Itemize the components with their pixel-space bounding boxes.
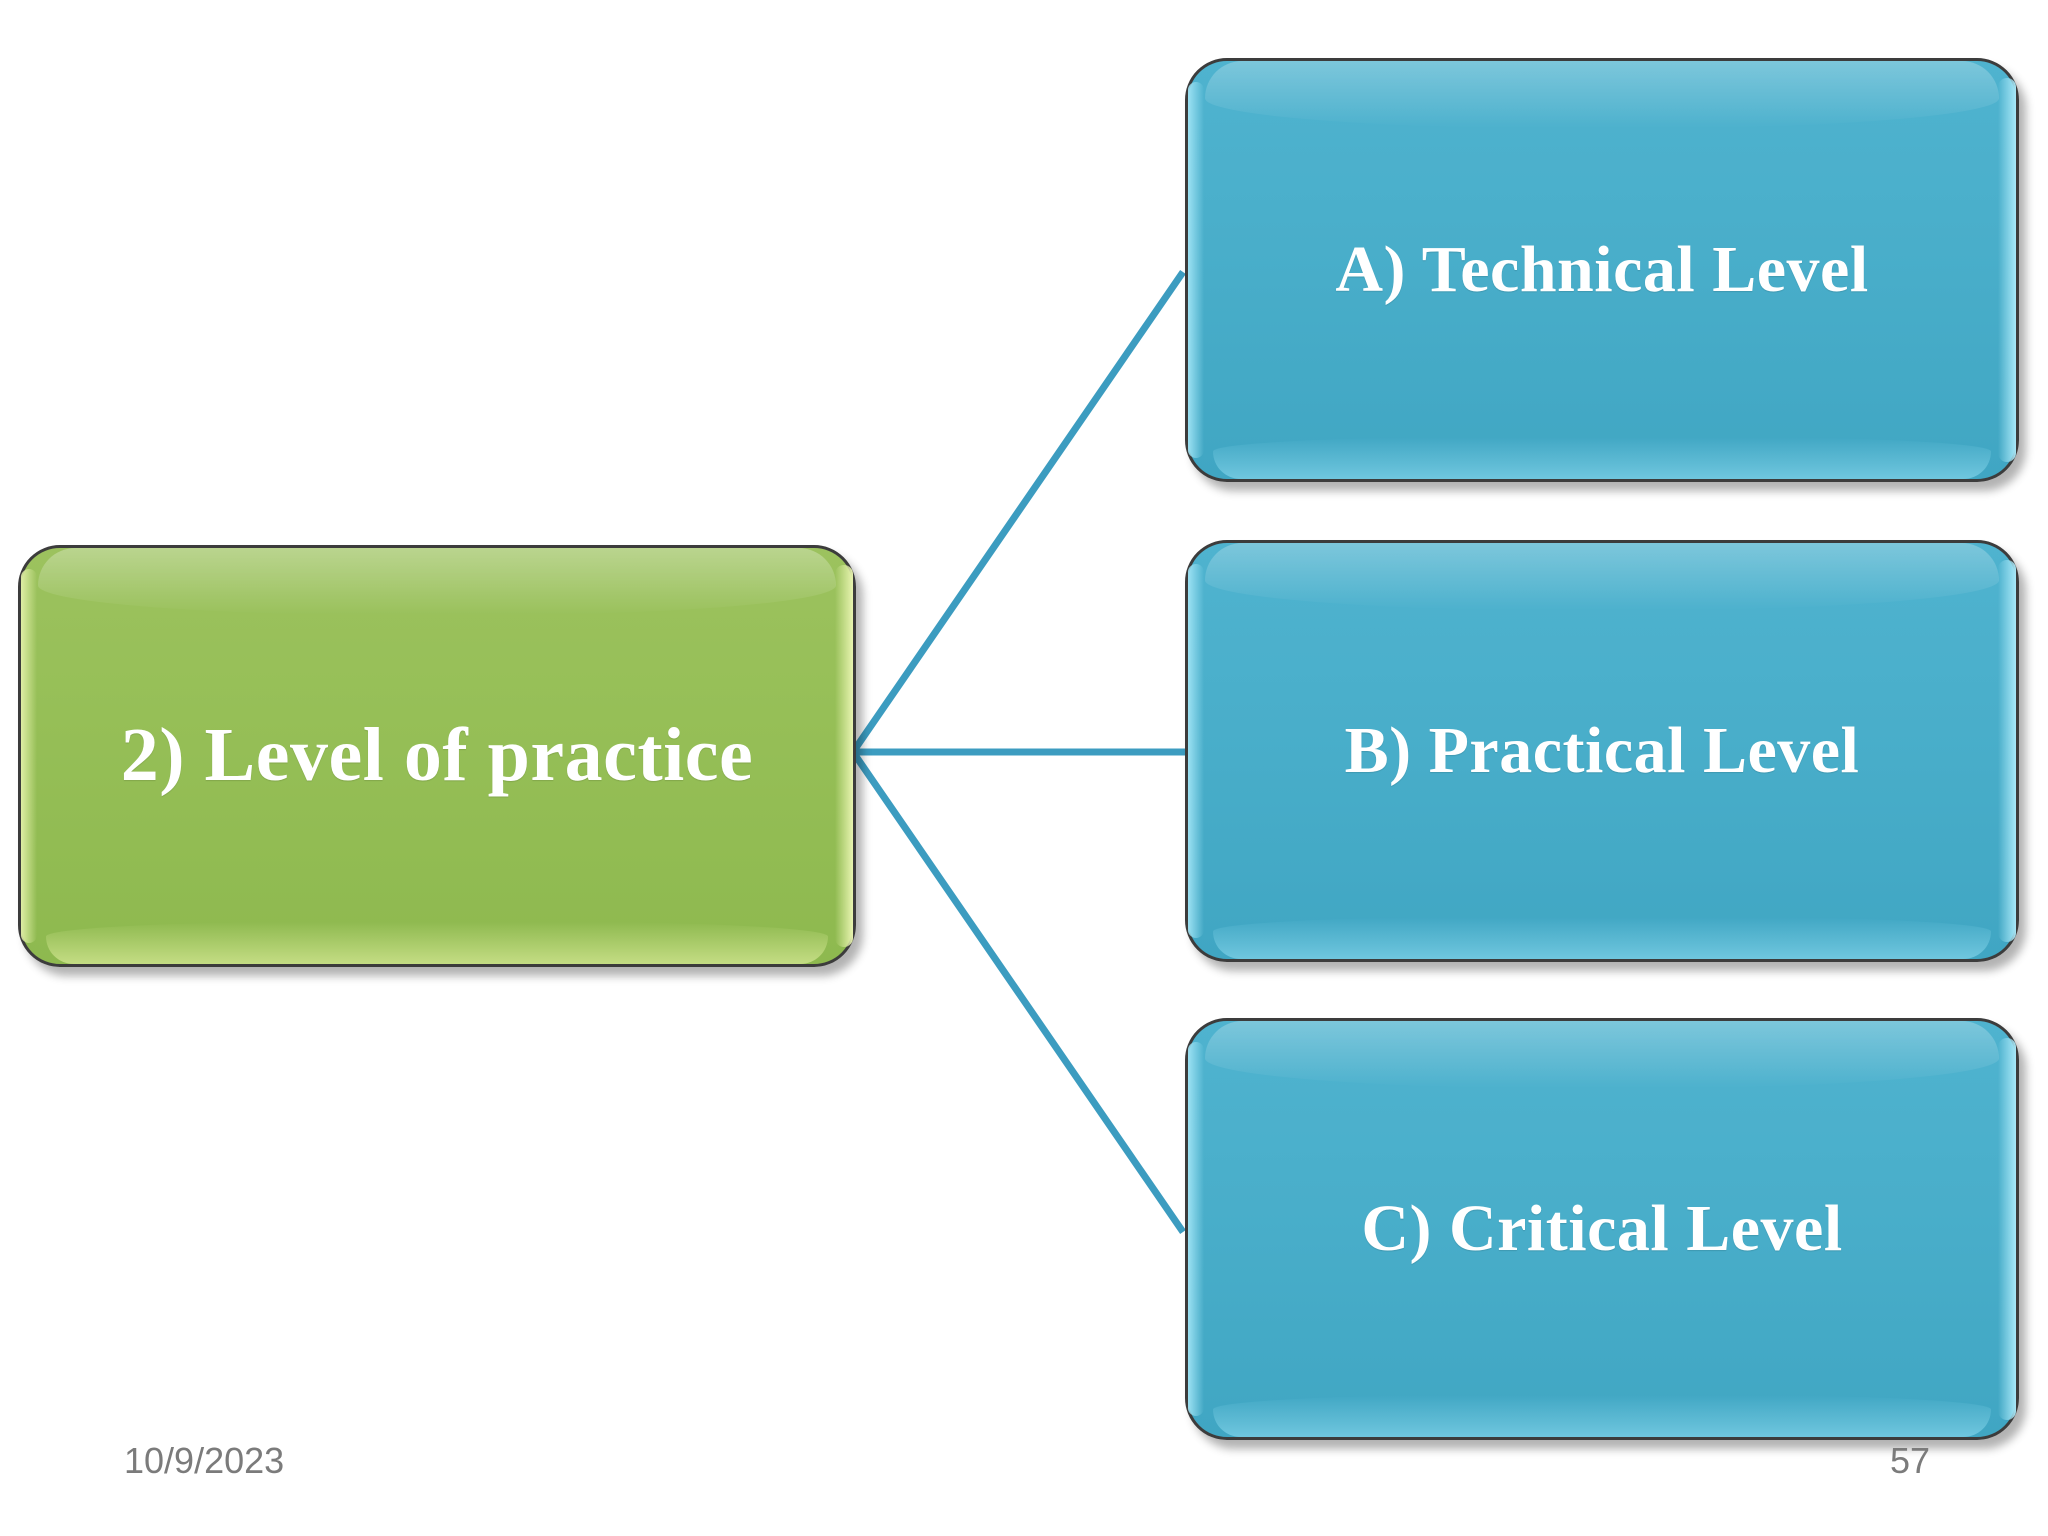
gloss-highlight-left [1188, 1041, 1204, 1417]
footer-date: 10/9/2023 [124, 1440, 285, 1481]
gloss-highlight-left [1188, 81, 1204, 459]
gloss-highlight-top [37, 548, 837, 615]
node-critical-level[interactable]: C) Critical Level [1185, 1018, 2019, 1440]
node-root-label: 2) Level of practice [120, 713, 754, 798]
node-practical-level-label: B) Practical Level [1344, 713, 1860, 787]
gloss-highlight-bottom [45, 922, 829, 964]
gloss-highlight-left [21, 568, 37, 944]
node-technical-level[interactable]: A) Technical Level [1185, 58, 2019, 482]
gloss-highlight-right [835, 564, 853, 948]
gloss-highlight-top [1204, 543, 2000, 610]
node-technical-level-label: A) Technical Level [1335, 232, 1869, 306]
gloss-highlight-left [1188, 563, 1204, 939]
gloss-highlight-right [1998, 1037, 2016, 1421]
node-root-level-of-practice[interactable]: 2) Level of practice [18, 545, 856, 967]
connector-root-to-c [850, 750, 1186, 1234]
gloss-highlight-bottom [1212, 917, 1992, 959]
connector-root-to-a [850, 270, 1186, 754]
gloss-highlight-bottom [1212, 437, 1992, 479]
gloss-highlight-bottom [1212, 1395, 1992, 1437]
gloss-highlight-right [1998, 77, 2016, 463]
gloss-highlight-top [1204, 1021, 2000, 1088]
node-practical-level[interactable]: B) Practical Level [1185, 540, 2019, 962]
gloss-highlight-top [1204, 61, 2000, 128]
node-critical-level-label: C) Critical Level [1361, 1191, 1843, 1265]
gloss-highlight-right [1998, 559, 2016, 943]
footer-page-number: 57 [1890, 1440, 1931, 1481]
